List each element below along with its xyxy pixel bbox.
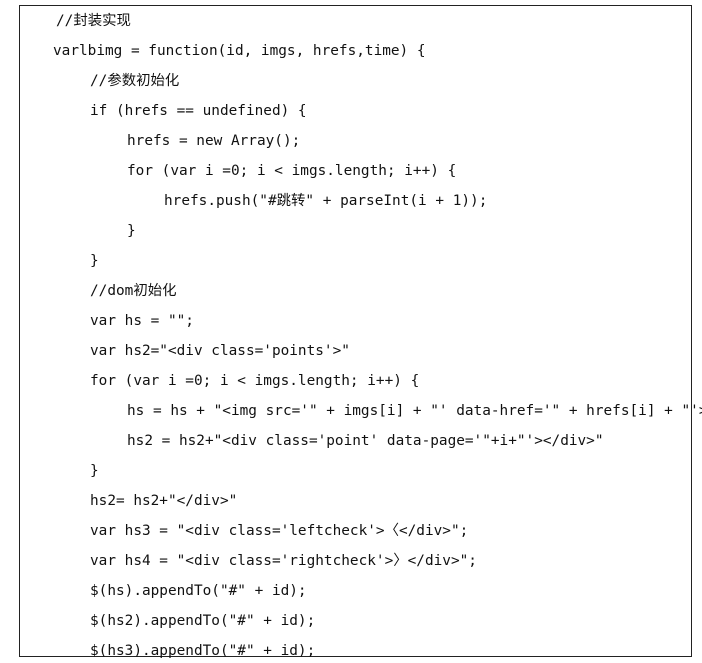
code-line-comment-dom: //dom初始化 <box>90 283 177 299</box>
code-line-close-for-1: } <box>127 223 136 239</box>
code-line-hs-concat: hs = hs + "<img src='" + imgs[i] + "' da… <box>127 403 702 419</box>
code-line-append-hs3: $(hs3).appendTo("#" + id); <box>90 643 316 659</box>
code-line-comment-wrapper: //封装实现 <box>56 13 131 29</box>
code-line-var-hs2: var hs2="<div class='points'>" <box>90 343 350 359</box>
code-line-var-hs3: var hs3 = "<div class='leftcheck'>〈</div… <box>90 523 469 539</box>
code-line-hs2-close: hs2= hs2+"</div>" <box>90 493 238 509</box>
code-line-function-decl: varlbimg = function(id, imgs, hrefs,time… <box>53 43 426 59</box>
code-line-comment-params: //参数初始化 <box>90 73 180 89</box>
code-line-append-hs: $(hs).appendTo("#" + id); <box>90 583 307 599</box>
code-line-if: if (hrefs == undefined) { <box>90 103 307 119</box>
code-line-close-for-2: } <box>90 463 99 479</box>
code-line-var-hs4: var hs4 = "<div class='rightcheck'>〉</di… <box>90 553 477 569</box>
code-frame: //封装实现 varlbimg = function(id, imgs, hre… <box>19 5 702 659</box>
code-line-for-1: for (var i =0; i < imgs.length; i++) { <box>127 163 457 179</box>
code-line-new-array: hrefs = new Array(); <box>127 133 301 149</box>
code-line-push: hrefs.push("#跳转" + parseInt(i + 1)); <box>164 193 488 209</box>
code-line-append-hs2: $(hs2).appendTo("#" + id); <box>90 613 316 629</box>
code-line-for-2: for (var i =0; i < imgs.length; i++) { <box>90 373 420 389</box>
code-line-close-if: } <box>90 253 99 269</box>
code-line-var-hs: var hs = ""; <box>90 313 194 329</box>
code-block: //封装实现 varlbimg = function(id, imgs, hre… <box>20 6 702 659</box>
code-line-hs2-concat: hs2 = hs2+"<div class='point' data-page=… <box>127 433 604 449</box>
